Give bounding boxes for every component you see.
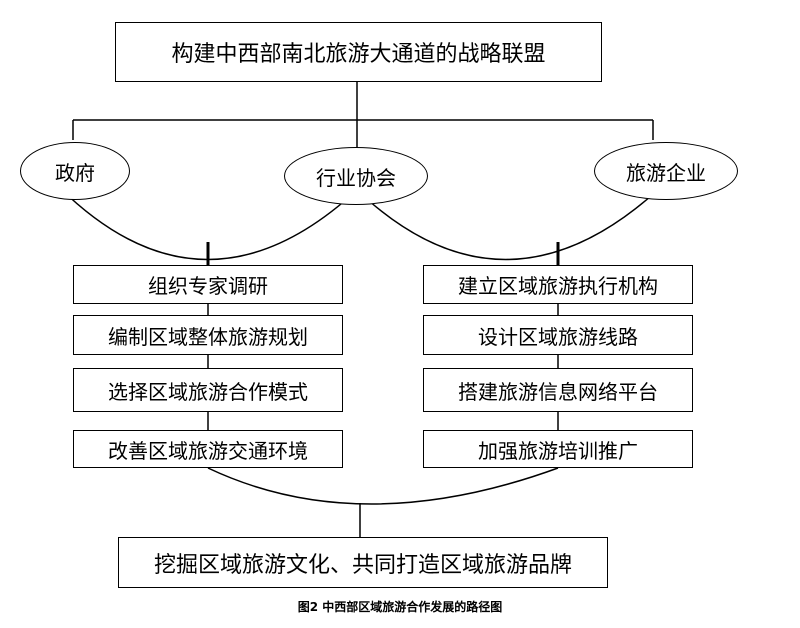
left-step-4: 改善区域旅游交通环境 bbox=[73, 430, 343, 468]
right-step-2: 设计区域旅游线路 bbox=[423, 315, 693, 355]
right-arc bbox=[356, 187, 661, 261]
right-step-4: 加强旅游培训推广 bbox=[423, 430, 693, 468]
left-step-3: 选择区域旅游合作模式 bbox=[73, 368, 343, 412]
actor-industry-association: 行业协会 bbox=[284, 147, 428, 205]
right-step-3: 搭建旅游信息网络平台 bbox=[423, 368, 693, 412]
left-step-1: 组织专家调研 bbox=[73, 265, 343, 304]
bottom-arc bbox=[207, 467, 559, 505]
left-step-2: 编制区域整体旅游规划 bbox=[73, 315, 343, 355]
actor-government: 政府 bbox=[20, 142, 130, 200]
cultural-brand-box: 挖掘区域旅游文化、共同打造区域旅游品牌 bbox=[118, 537, 608, 588]
strategic-alliance-box: 构建中西部南北旅游大通道的战略联盟 bbox=[115, 22, 602, 82]
figure-caption: 图2 中西部区域旅游合作发展的路径图 bbox=[297, 600, 503, 614]
right-step-1: 建立区域旅游执行机构 bbox=[423, 265, 693, 304]
actor-tourism-enterprise: 旅游企业 bbox=[594, 142, 738, 200]
